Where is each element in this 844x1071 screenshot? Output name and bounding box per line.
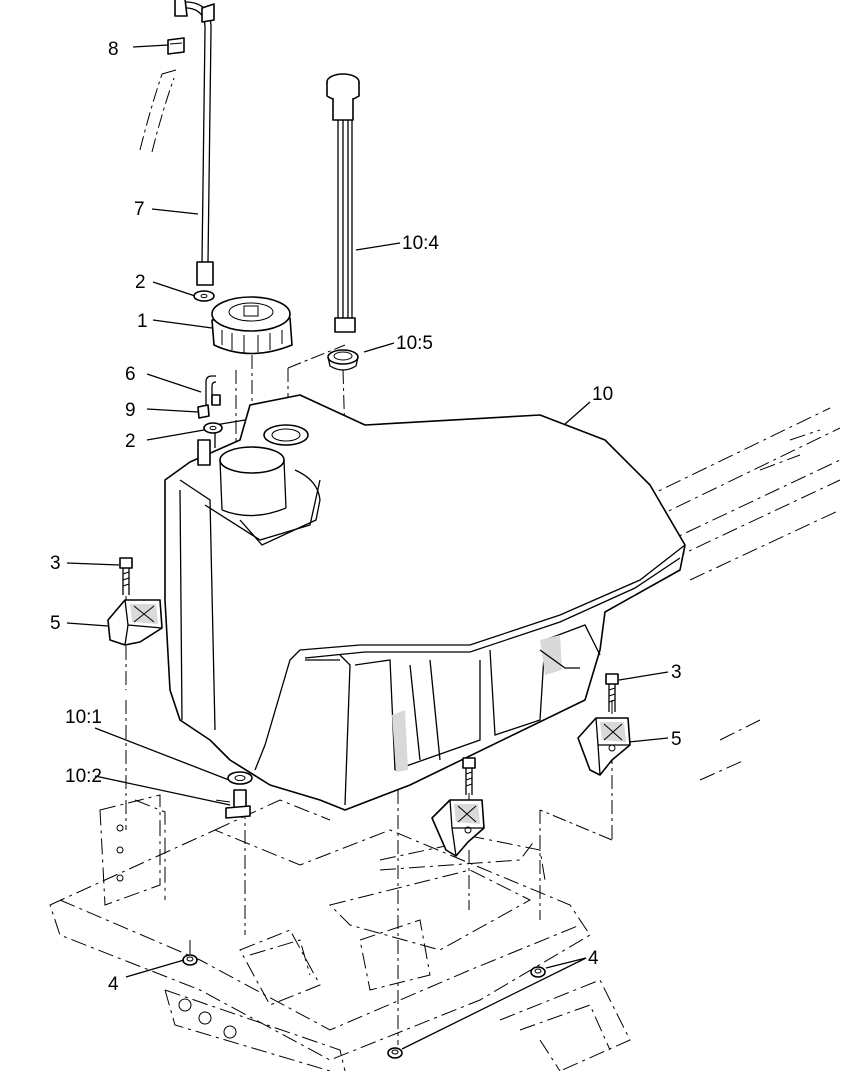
hold-down-bracket-center (431, 799, 485, 857)
bolt-right (605, 673, 619, 712)
leader-lines (66, 44, 669, 1050)
drain-fitting (225, 789, 251, 819)
callout-7: 7 (134, 199, 145, 220)
callout-labels: 8 7 2 1 6 9 2 10:4 10:5 10 3 5 3 5 10:1 … (50, 39, 682, 995)
callout-6: 6 (125, 364, 136, 385)
callout-3-right: 3 (671, 662, 682, 683)
callout-4-right: 4 (588, 948, 599, 969)
bolt-left (119, 557, 133, 595)
callout-10-5: 10:5 (396, 333, 433, 354)
grommet-upper (193, 290, 215, 302)
flange-nut-right (530, 966, 546, 978)
callout-10-2: 10:2 (65, 766, 102, 787)
flange-nut-bottom (387, 1047, 403, 1059)
grommet-lower (203, 422, 223, 434)
callout-5-left: 5 (50, 613, 61, 634)
tank-bushing (227, 771, 253, 785)
callout-1: 1 (137, 311, 148, 332)
fuel-sender-unit (326, 73, 360, 333)
vent-elbow-fitting (205, 375, 221, 406)
callout-10-1: 10:1 (65, 707, 102, 728)
callout-5-right: 5 (671, 729, 682, 750)
fuel-cap (211, 296, 293, 355)
flange-nut-left (182, 954, 198, 966)
hose-clamp-small (197, 404, 210, 419)
callout-2-upper: 2 (135, 272, 146, 293)
bolt-center (462, 757, 476, 795)
hold-down-bracket-left (107, 599, 163, 646)
sender-gasket (327, 349, 359, 371)
callout-9: 9 (125, 400, 136, 421)
fuel-tank (164, 394, 686, 811)
callout-4-left: 4 (108, 974, 119, 995)
fuel-hose-phantom (139, 69, 177, 153)
chassis-frame-phantom (49, 407, 841, 1071)
callout-3-left: 3 (50, 553, 61, 574)
hold-down-bracket-right (577, 717, 631, 776)
callout-2-lower: 2 (125, 431, 136, 452)
fuel-line-tube (174, 0, 215, 286)
callout-10-4: 10:4 (402, 233, 439, 254)
callout-10: 10 (592, 384, 613, 405)
hose-clamp-upper (167, 37, 185, 55)
callout-8: 8 (108, 39, 119, 60)
